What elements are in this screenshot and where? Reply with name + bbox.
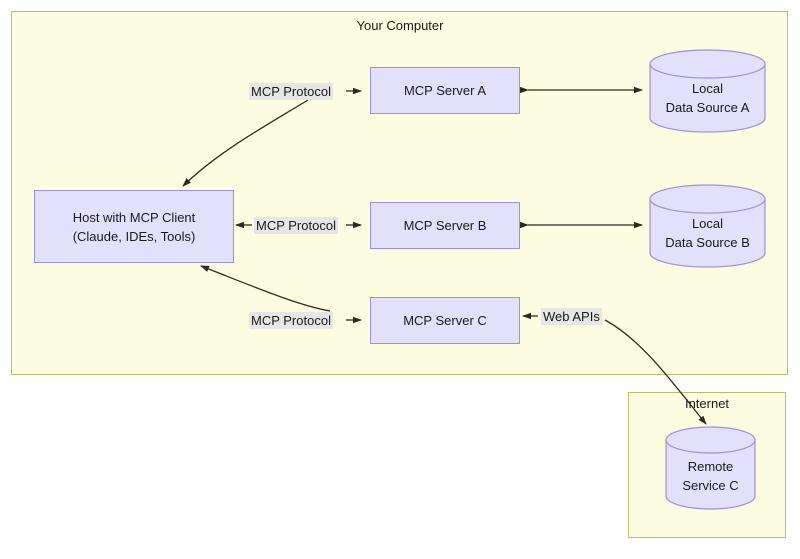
node-mcp-server-b-label: MCP Server B <box>403 218 487 233</box>
cylinder-shape-a <box>649 49 766 133</box>
node-mcp-server-c-label: MCP Server C <box>403 313 487 328</box>
edge-label-protocol-b: MCP Protocol <box>254 217 338 234</box>
node-mcp-server-b[interactable]: MCP Server B <box>370 202 520 249</box>
node-remote-service-c[interactable]: Remote Service C <box>665 426 756 511</box>
edge-label-protocol-c: MCP Protocol <box>249 312 333 329</box>
edge-label-protocol-a: MCP Protocol <box>249 83 333 100</box>
node-host-label: Host with MCP Client (Claude, IDEs, Tool… <box>72 209 196 244</box>
edge-label-web-apis: Web APIs <box>541 308 602 325</box>
cylinder-shape-remote-c <box>665 426 756 510</box>
node-local-data-source-a-label: Local Data Source A <box>665 81 750 115</box>
node-mcp-server-a[interactable]: MCP Server A <box>370 67 520 114</box>
node-host-with-mcp-client[interactable]: Host with MCP Client (Claude, IDEs, Tool… <box>34 190 234 263</box>
node-local-data-source-b[interactable]: Local Data Source B <box>649 184 766 268</box>
node-local-data-source-b-label: Local Data Source B <box>665 216 750 250</box>
node-local-data-source-a[interactable]: Local Data Source A <box>649 49 766 133</box>
cylinder-shape-b <box>649 184 766 268</box>
zone-your-computer-title: Your Computer <box>356 18 444 33</box>
node-mcp-server-c[interactable]: MCP Server C <box>370 297 520 344</box>
zone-internet-title: Internet <box>684 396 730 411</box>
node-remote-service-c-label: Remote Service C <box>682 459 739 493</box>
node-mcp-server-a-label: MCP Server A <box>403 83 487 98</box>
